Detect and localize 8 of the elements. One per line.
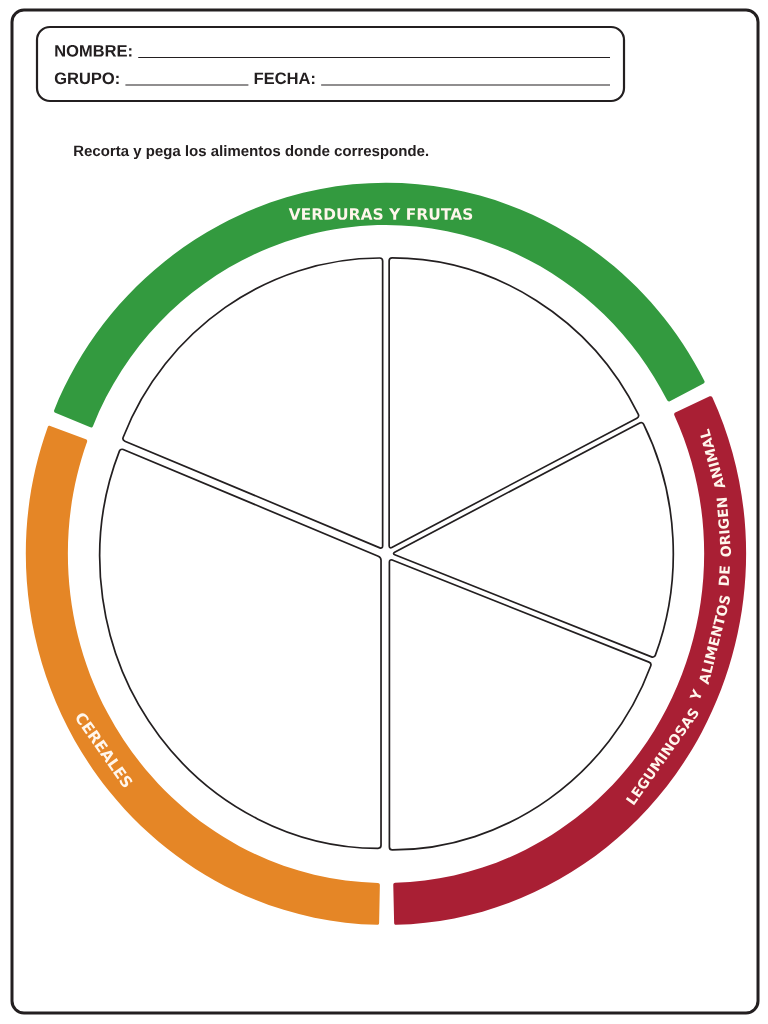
pie-slice	[388, 257, 640, 549]
pie-slice	[122, 257, 384, 549]
category-band: VERDURAS Y FRUTAS	[54, 183, 705, 428]
instruction-text: Recorta y pega los alimentos donde corresponde.	[74, 145, 429, 160]
pie-slice	[392, 421, 675, 658]
field-label: GRUPO:	[54, 72, 119, 85]
field-label: FECHA:	[254, 72, 315, 85]
field-label: NOMBRE:	[55, 44, 132, 57]
